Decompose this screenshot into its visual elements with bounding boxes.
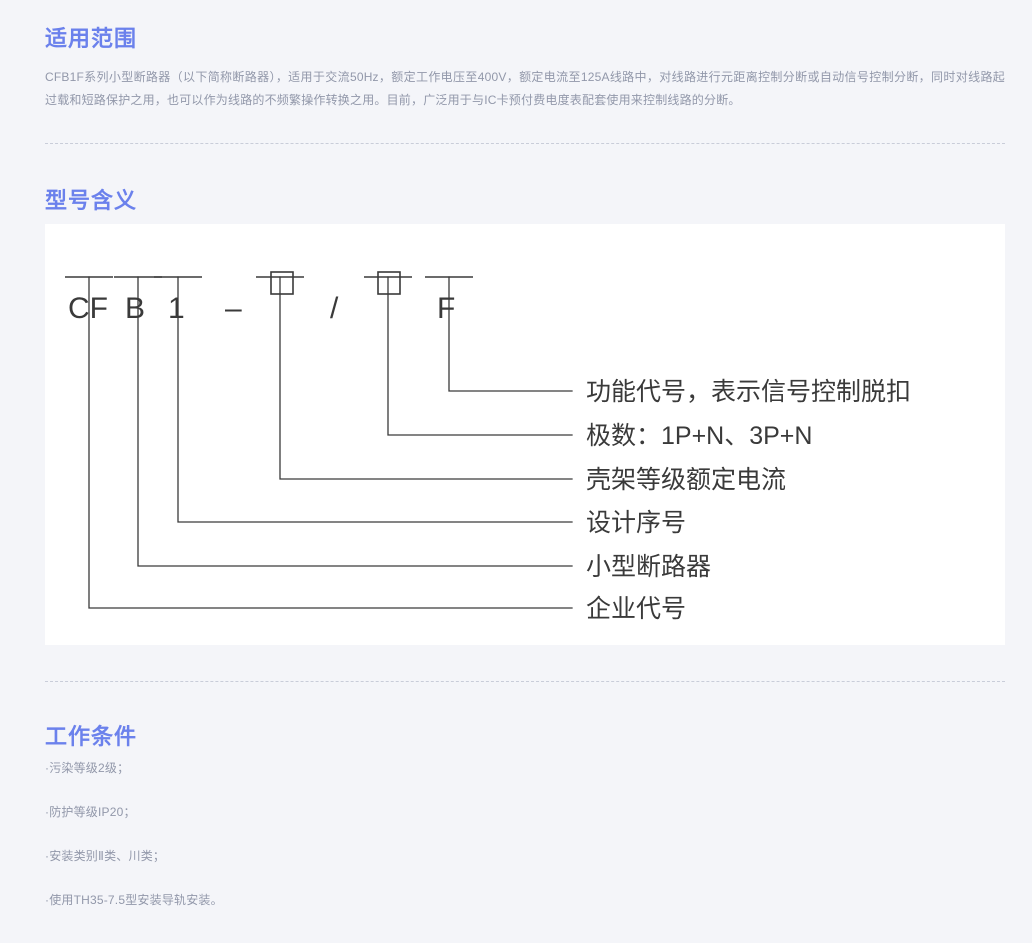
model-leader-line [387,276,573,436]
model-leader-label: 企业代号 [586,595,686,623]
model-leader-line [448,276,573,392]
model-leader-line-group [88,276,573,609]
model-leader-label: 小型断路器 [586,553,711,581]
model-leader-line [88,276,573,609]
model-code-placeholder-box [377,271,401,295]
model-code-char: F [437,292,455,325]
section-divider-1 [45,143,1005,144]
working-condition-item: ·安装类别Ⅱ类、川类； [45,849,166,863]
section-title-model: 型号含义 [45,188,138,213]
model-code-char: – [225,292,242,325]
section-title-scope: 适用范围 [45,26,138,51]
model-leader-line [177,276,573,523]
model-leader-label: 功能代号，表示信号控制脱扣 [586,378,911,406]
model-code-char: CF [68,292,108,325]
section-divider-2 [45,681,1005,682]
model-code-placeholder-box [270,271,294,295]
model-code-char: / [330,292,339,325]
model-code-box-group [270,271,401,295]
model-leader-label: 极数：1P+N、3P+N [586,422,812,450]
scope-paragraph: CFB1F系列小型断路器（以下简称断路器），适用于交流50Hz，额定工作电压至4… [45,70,1005,107]
model-leader-line [279,276,573,480]
model-leader-line [137,276,573,567]
model-leader-label: 壳架等级额定电流 [586,466,786,494]
model-code-char: 1 [168,292,185,325]
working-condition-item: ·防护等级IP20； [45,805,136,819]
working-condition-item: ·污染等级2级； [45,761,130,775]
model-code-char: B [125,292,145,325]
working-condition-item: ·使用TH35-7.5型安装导轨安装。 [45,893,223,907]
working-conditions-list: ·污染等级2级； ·防护等级IP20； ·安装类别Ⅱ类、川类； ·使用TH35-7.5… [45,760,645,936]
section-title-conditions: 工作条件 [45,724,138,749]
model-leader-label: 设计序号 [586,509,686,537]
